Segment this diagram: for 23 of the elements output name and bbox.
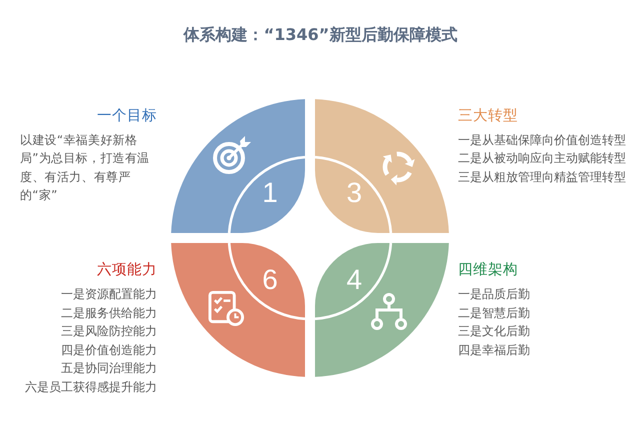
segment-number: 6	[262, 266, 278, 294]
list-item: 一是从基础保障向价值创造转型	[458, 132, 626, 148]
diagram-title: 体系构建：“1346”新型后勤保障模式	[184, 24, 458, 46]
list-item: 二是从被动响应向主动赋能转型	[458, 150, 626, 167]
list-item: 三是风险防控能力	[61, 323, 157, 340]
list-item: 四是幸福后勤	[458, 342, 530, 358]
section-heading: 一个目标	[97, 106, 157, 126]
list-item: 五是协同治理能力	[61, 360, 157, 377]
list-item: 一是品质后勤	[458, 286, 530, 303]
list-item: 六是员工获得感提升能力	[25, 378, 157, 396]
segment-number: 3	[346, 179, 362, 207]
segment-number: 1	[262, 179, 278, 207]
list-item: 二是智慧后勤	[458, 304, 530, 322]
list-item: 三是文化后勤	[458, 323, 530, 340]
section-heading: 六项能力	[97, 260, 157, 280]
segment-number: 4	[346, 266, 362, 294]
list-item: 一是资源配置能力	[61, 286, 157, 303]
section-heading: 四维架构	[458, 260, 518, 280]
section-heading: 三大转型	[458, 106, 518, 126]
list-item: 二是服务供给能力	[61, 304, 157, 322]
list-item: 三是从粗放管理向精益管理转型	[458, 168, 626, 186]
list-item: 四是价值创造能力	[61, 342, 157, 358]
body-text: 以建设“幸福美好新格局”为总目标，打造有温度、有活力、有尊严的“家”	[20, 132, 151, 204]
